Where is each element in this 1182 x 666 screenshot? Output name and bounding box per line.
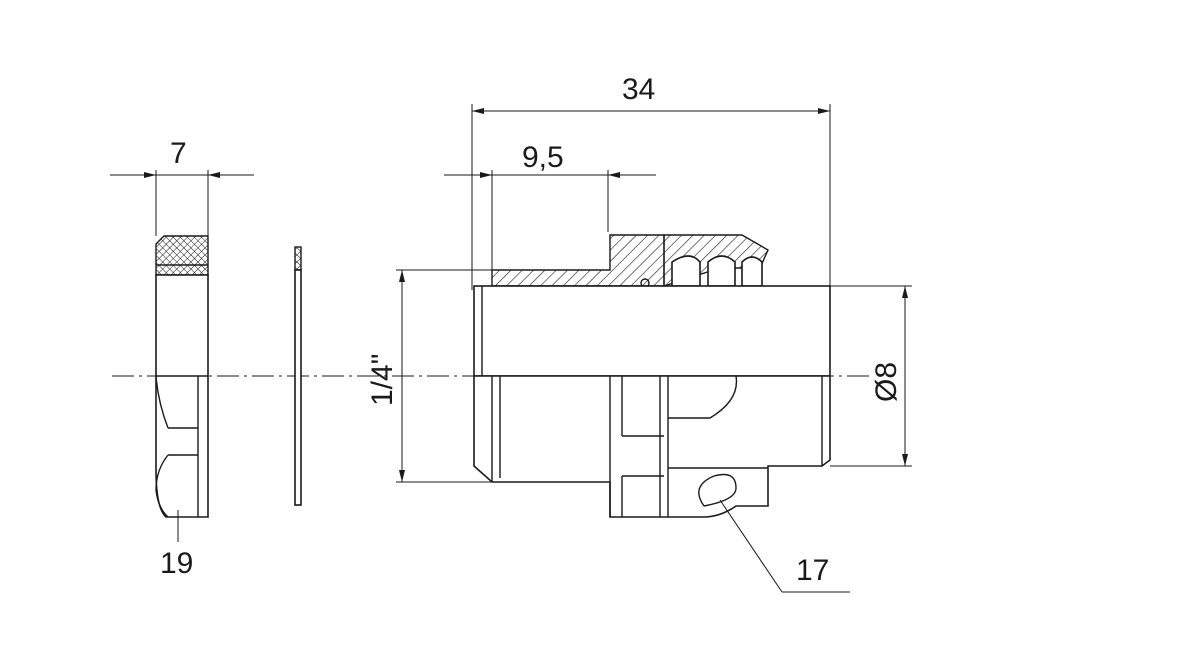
dim-nut-width: 7 bbox=[110, 137, 254, 236]
nut-part bbox=[155, 235, 209, 518]
dim-thread-label: 1/4" bbox=[366, 354, 399, 406]
dim-total-length-label: 34 bbox=[622, 73, 655, 106]
dim-tube-diameter: Ø8 bbox=[830, 285, 912, 467]
washer-part bbox=[294, 246, 302, 506]
dim-insert-length: 9,5 bbox=[444, 141, 656, 272]
dim-insert-length-label: 9,5 bbox=[522, 141, 564, 174]
dim-nut-size: 19 bbox=[160, 510, 193, 580]
dim-nut-size-label: 19 bbox=[160, 547, 193, 580]
dim-tube-diameter-label: Ø8 bbox=[870, 362, 903, 402]
dim-thread: 1/4" bbox=[366, 269, 492, 483]
dim-nut-width-label: 7 bbox=[170, 137, 187, 170]
fitting-body bbox=[473, 234, 831, 518]
dim-wrench: 17 bbox=[719, 499, 850, 593]
dim-wrench-label: 17 bbox=[796, 554, 829, 587]
dim-total-length: 34 bbox=[471, 73, 831, 290]
